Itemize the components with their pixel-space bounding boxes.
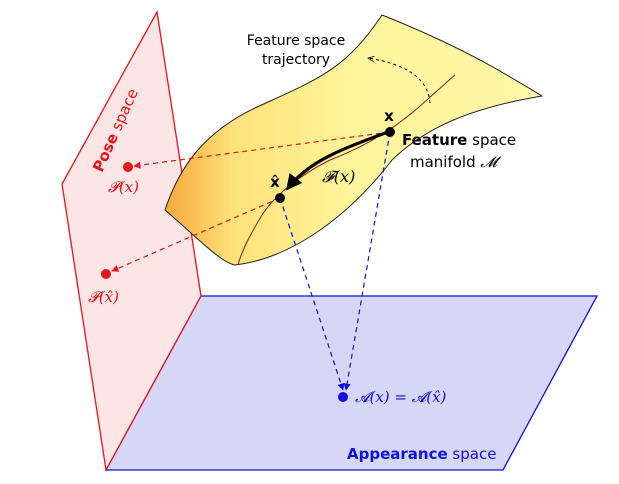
appearance-point [338, 392, 348, 402]
appearance-bold: Appearance [347, 445, 448, 463]
pose-xhat-label: 𝓟(x̂) [88, 288, 119, 306]
trajectory-curve [237, 74, 456, 266]
trajectory-pointer-arrow [368, 58, 431, 104]
appearance-equation-label: 𝓐(x) = 𝓐(x̂) [355, 388, 447, 406]
mapping-arrow [286, 130, 389, 191]
feature-bold: Feature [402, 131, 467, 149]
pose-point-xhat [101, 269, 111, 279]
pose-projection-xhat [111, 197, 281, 272]
appearance-projection-xhat [279, 197, 345, 391]
point-xhat [275, 193, 285, 203]
point-x-label: x [384, 107, 394, 125]
feature-rest: space [467, 131, 516, 149]
appearance-space-label: Appearance space [347, 445, 496, 463]
trajectory-label-line2: trajectory [262, 52, 330, 68]
pose-x-label: 𝓟(x) [108, 178, 139, 196]
manifold-symbol: 𝓜 [480, 153, 502, 171]
feature-space-label: Feature space [402, 131, 516, 149]
appearance-rest: space [448, 445, 497, 463]
appearance-projection-x [343, 131, 391, 391]
manifold-label: manifold 𝓜 [410, 153, 502, 171]
pose-projection-x [133, 131, 391, 169]
pose-point-x [123, 162, 133, 172]
point-xhat-label: x̂ [270, 173, 280, 191]
point-x [385, 127, 395, 137]
manifold-word: manifold [410, 153, 480, 171]
trajectory-label-line1: Feature space [247, 33, 345, 49]
feature-manifold [164, 14, 544, 266]
mapping-label: 𝓕(x) [322, 167, 355, 186]
